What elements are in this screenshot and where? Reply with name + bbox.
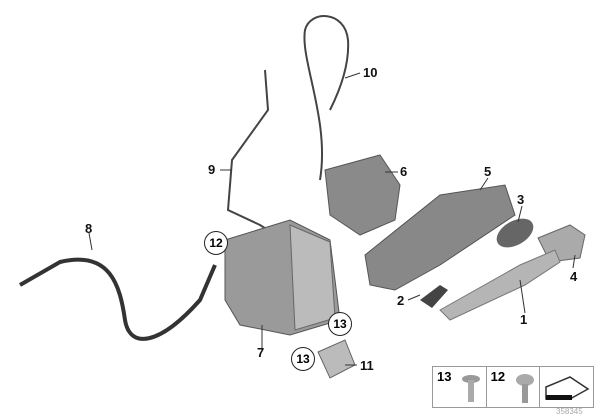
circled-label-13: 13 — [291, 347, 315, 371]
bracket-6 — [324, 154, 401, 236]
screw-torx-icon — [462, 375, 480, 402]
legend-item-arrow — [540, 367, 593, 407]
part-label-10: 10 — [363, 65, 378, 80]
gasket-2 — [420, 285, 448, 308]
part-label-4: 4 — [570, 269, 578, 284]
legend-num: 13 — [437, 369, 452, 384]
circled-label-13: 13 — [328, 312, 352, 336]
cable-8 — [19, 257, 217, 341]
gasket-3 — [496, 218, 534, 248]
diagram-code: 358345 — [556, 407, 583, 416]
handle-1 — [439, 249, 561, 321]
carrier-5 — [364, 184, 516, 291]
part-label-5: 5 — [484, 164, 492, 179]
part-label-8: 8 — [85, 221, 93, 236]
legend-num: 12 — [490, 369, 506, 384]
lock-7 — [224, 219, 341, 336]
fastener-legend: 13 12 — [432, 366, 594, 408]
part-label-6: 6 — [400, 164, 408, 179]
circled-label-12: 12 — [204, 231, 228, 255]
part-label-9: 9 — [208, 162, 216, 177]
arrow-icon — [545, 376, 590, 400]
part-label-11: 11 — [360, 358, 374, 373]
legend-item-13: 13 — [433, 367, 487, 407]
part-label-7: 7 — [257, 345, 265, 360]
bracket-11 — [317, 339, 356, 379]
cable-10 — [303, 15, 350, 181]
part-label-3: 3 — [517, 192, 525, 207]
part-label-2: 2 — [397, 293, 405, 308]
screw-round-head-icon — [515, 374, 534, 403]
part-label-1: 1 — [520, 312, 528, 327]
legend-item-12: 12 — [487, 367, 541, 407]
